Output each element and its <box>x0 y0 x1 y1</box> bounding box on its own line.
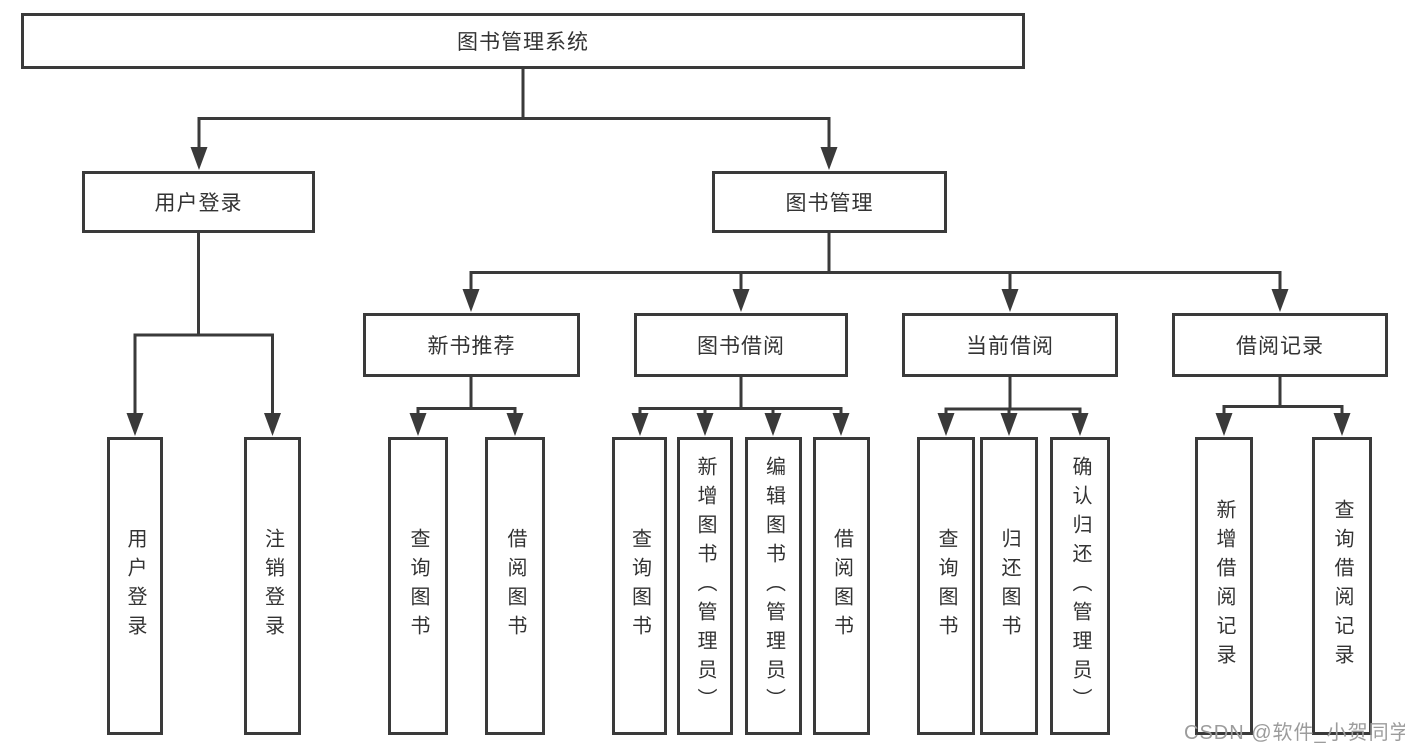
connector-bookborrow-to-leaves <box>638 375 843 418</box>
arrow-down-icon <box>462 289 1289 312</box>
node-borrowing-records: 借阅记录 <box>1172 313 1388 377</box>
leaf-query-borrow-record: 查询借阅记录 <box>1312 437 1372 735</box>
leaf-query-books-current: 查询图书 <box>917 437 975 735</box>
leaf-borrow-books-recommend: 借阅图书 <box>485 437 545 735</box>
connector-bookmgmt-to-level3 <box>469 231 1282 292</box>
leaf-add-borrow-record: 新增借阅记录 <box>1195 437 1253 735</box>
arrow-down-icon <box>1215 413 1351 436</box>
arrow-down-icon <box>937 413 1089 436</box>
node-user-login: 用户登录 <box>82 171 315 233</box>
arrow-down-icon <box>190 147 838 170</box>
node-book-management: 图书管理 <box>712 171 947 233</box>
leaf-logout: 注销登录 <box>244 437 301 735</box>
connector-borrowrecords-to-leaves <box>1222 375 1344 418</box>
node-current-borrowing: 当前借阅 <box>902 313 1118 377</box>
connector-root-to-level2 <box>197 67 831 150</box>
leaf-query-books-borrow: 查询图书 <box>612 437 667 735</box>
arrow-down-icon <box>631 413 850 436</box>
node-book-borrowing: 图书借阅 <box>634 313 848 377</box>
connector-currentborrow-to-leaves <box>944 375 1082 418</box>
leaf-add-book-admin: 新增图书（管理员） <box>677 437 733 735</box>
arrow-down-icon <box>126 413 281 436</box>
leaf-confirm-return-admin: 确认归还（管理员） <box>1050 437 1110 735</box>
node-new-book-recommendation: 新书推荐 <box>363 313 580 377</box>
leaf-return-books: 归还图书 <box>980 437 1038 735</box>
connector-userlogin-to-leaves <box>133 231 274 418</box>
connector-newbook-to-leaves <box>416 375 517 418</box>
csdn-watermark: CSDN @软件_小贺同学 <box>1184 722 1405 744</box>
node-library-management-system: 图书管理系统 <box>21 13 1025 69</box>
leaf-edit-book-admin: 编辑图书（管理员） <box>745 437 802 735</box>
arrow-down-icon <box>409 413 524 436</box>
leaf-borrow-books-borrow: 借阅图书 <box>813 437 870 735</box>
leaf-query-books-recommend: 查询图书 <box>388 437 448 735</box>
leaf-user-login: 用户登录 <box>107 437 163 735</box>
